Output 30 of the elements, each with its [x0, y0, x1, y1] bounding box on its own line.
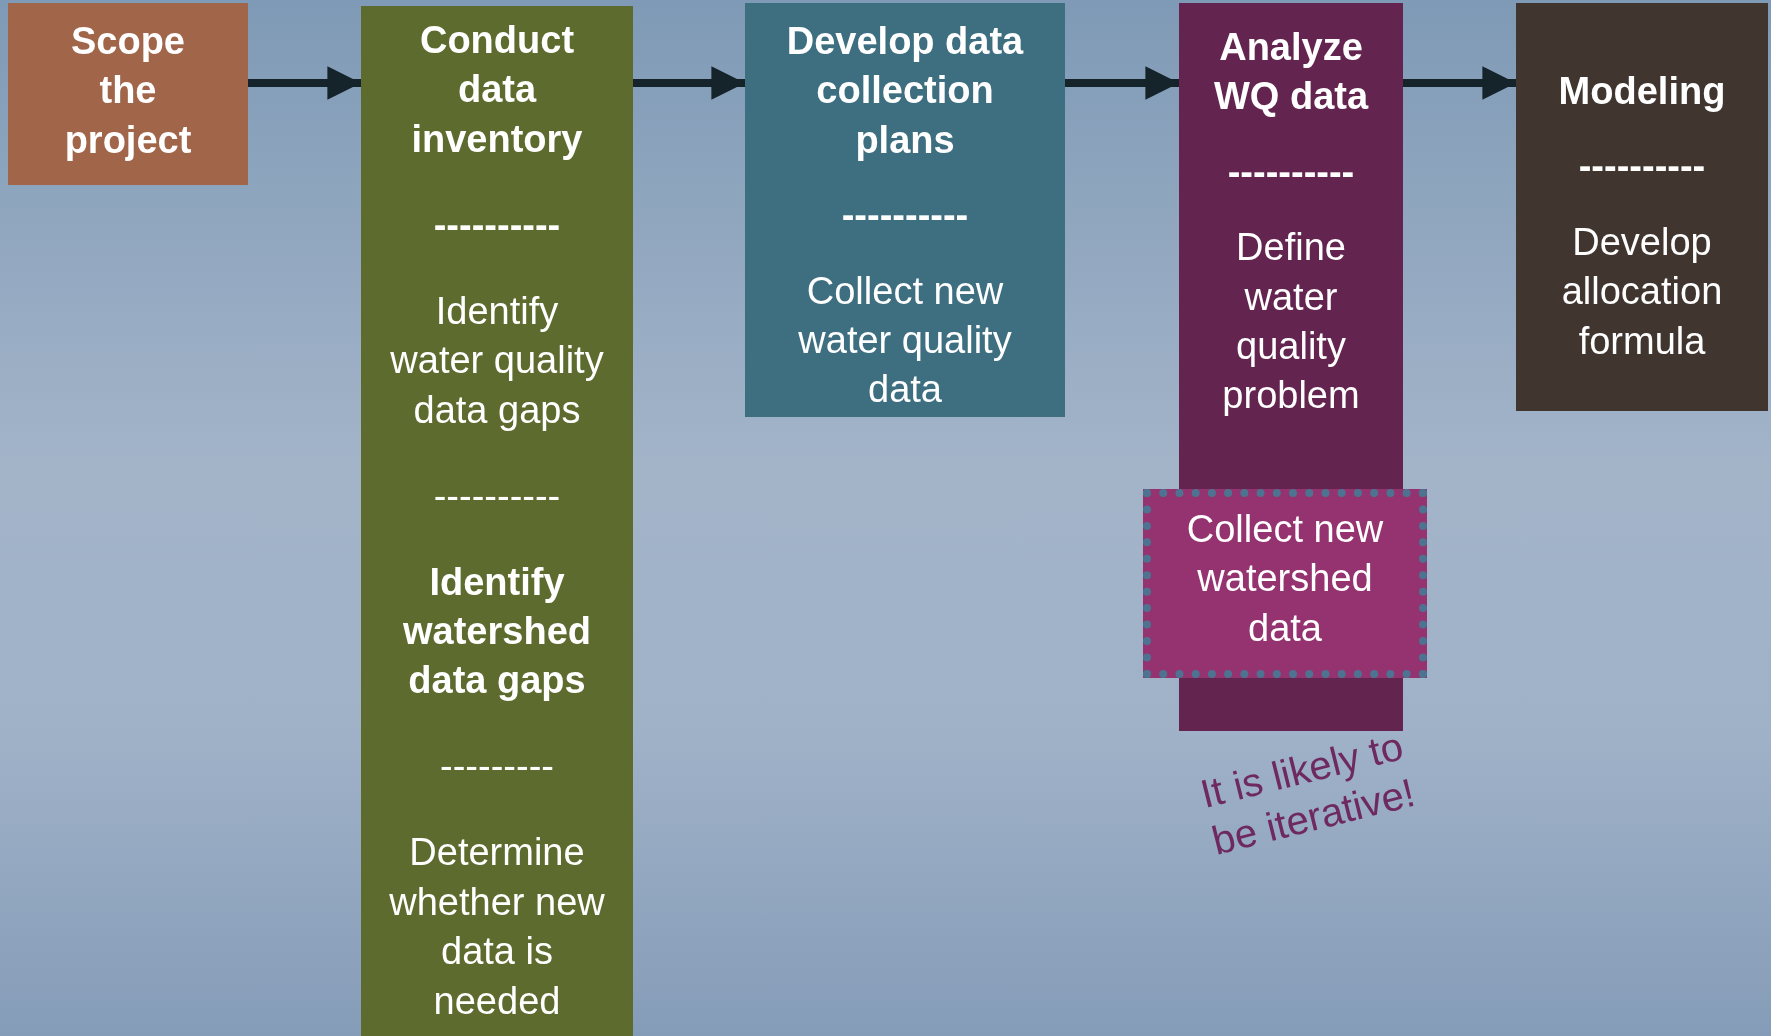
step-text: Collect new water quality data	[797, 268, 1013, 413]
process-column	[1516, 3, 1768, 411]
note-text: It is likely to be iterative!	[1195, 722, 1420, 865]
process-column	[745, 3, 1065, 417]
bar-block	[1179, 678, 1403, 731]
column-heading: Conduct data inventory	[410, 18, 584, 162]
separator-text: ----------	[433, 473, 561, 519]
step-text: Identify water quality data gaps	[389, 288, 605, 433]
column-heading: Develop data collection plans	[785, 19, 1025, 163]
step-text: Collect new watershed data	[1185, 507, 1385, 651]
arrow	[248, 66, 361, 100]
separator-text: ----------	[1227, 149, 1355, 195]
step-text: Scope the project	[63, 19, 193, 163]
process-column	[361, 6, 633, 1036]
dotted-process-box	[1143, 489, 1427, 678]
step-text: Develop allocation formula	[1560, 219, 1724, 364]
step-text: Identify watershed data gaps	[402, 559, 592, 704]
arrow	[1065, 66, 1179, 100]
arrow	[1403, 66, 1516, 100]
separator-text: ----------	[433, 202, 561, 248]
process-column	[1179, 3, 1403, 489]
separator-text: ----------	[841, 193, 969, 239]
process-column	[8, 3, 248, 185]
separator-text: ----------	[1578, 144, 1706, 190]
column-heading: Analyze WQ data	[1212, 25, 1370, 120]
column-heading: Modeling	[1558, 69, 1726, 114]
arrow	[633, 66, 745, 100]
step-text: Determine whether new data is needed	[388, 830, 606, 1024]
separator-text: ---------	[440, 744, 554, 790]
step-text: Define water quality problem	[1221, 225, 1361, 419]
